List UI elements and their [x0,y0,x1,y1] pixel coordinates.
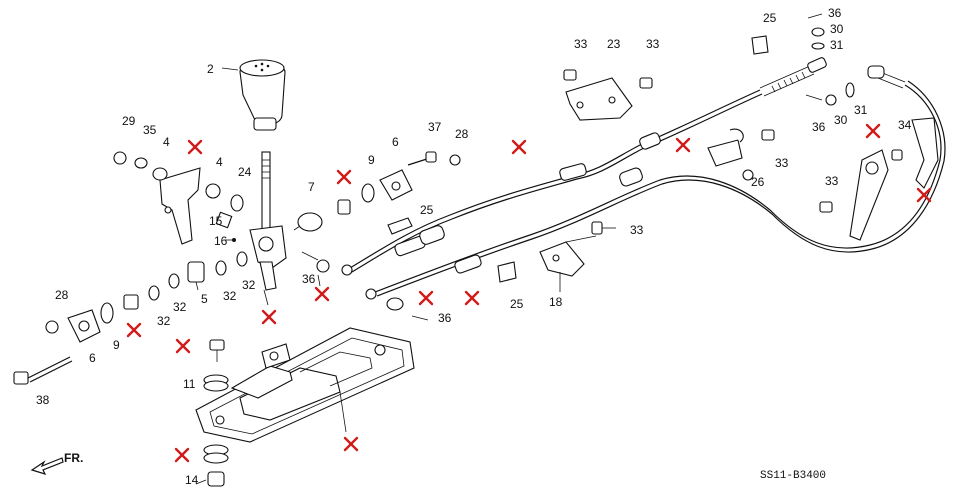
part-callout-label: 4 [216,155,223,169]
part-callout-label: 31 [830,38,844,52]
part-callout-label: 28 [55,288,69,302]
removed-part-x-mark [916,187,932,203]
part-callout-label: 33 [646,37,660,51]
part-callout-label: 11 [183,377,196,391]
part-callout-label: 31 [854,103,868,117]
removed-part-x-mark [261,309,277,325]
removed-part-x-mark [418,290,434,306]
removed-part-x-mark [174,447,190,463]
part-callout-label: 25 [763,11,777,25]
part-callout-label: 32 [173,300,187,314]
center-joint-parts [293,151,461,273]
diagram-code: SS11-B3400 [760,470,826,482]
shift-knob [221,59,286,131]
removed-part-x-mark [175,338,191,354]
part-callout-label: 6 [89,351,96,365]
removed-part-x-mark [187,139,203,155]
part-callout-label: 33 [630,223,644,237]
part-callout-label: 16 [214,234,228,248]
select-lever-parts [113,151,248,310]
lower-left-bracket [13,302,114,385]
right-bracket [819,117,939,241]
shift-lever [249,151,287,291]
part-callout-label: 32 [223,289,237,303]
part-callout-label: 25 [510,297,524,311]
removed-part-x-mark [464,290,480,306]
removed-part-marks [126,123,932,463]
part-callout-label: 35 [143,123,157,137]
removed-part-x-mark [675,137,691,153]
part-callout-label: 9 [113,338,120,352]
part-callout-label: 36 [812,120,826,134]
part-callout-label: 29 [122,114,136,128]
part-callout-label: 33 [574,37,588,51]
removed-part-x-mark [343,436,359,452]
cable-boots [341,132,661,300]
part-callout-label: 30 [830,22,844,36]
part-callout-label: 36 [828,6,842,20]
part-callout-label: 24 [238,165,252,179]
removed-part-x-mark [314,286,330,302]
removed-part-x-mark [511,139,527,155]
removed-part-x-mark [126,322,142,338]
part-callout-label: 28 [455,127,469,141]
cable-lines [349,57,946,297]
shifter-base [195,327,415,443]
part-callout-label: 32 [157,314,171,328]
part-callout-label: 5 [201,292,208,306]
cable-bracket [563,69,653,121]
part-callout-label: 36 [302,272,316,286]
leader-lines [195,227,616,433]
part-callout-label: 36 [438,311,452,325]
part-callout-label: 18 [549,295,563,309]
part-callout-label: 14 [185,473,199,487]
lower-cable-bracket [386,221,603,321]
part-callout-label: 32 [242,278,256,292]
part-callout-label: 9 [368,153,375,167]
part-callout-label: 33 [825,174,839,188]
base-mount-hardware [195,339,229,487]
part-callout-label: 34 [898,118,912,132]
removed-part-x-mark [865,123,881,139]
part-callout-label: 37 [428,120,442,134]
front-label: FR. [64,451,83,465]
removed-part-x-mark [336,169,352,185]
part-callout-label: 23 [607,37,621,51]
part-callout-label: 38 [36,393,50,407]
part-callout-label: 25 [420,203,434,217]
part-callout-label: 26 [751,175,765,189]
part-callout-label: 2 [207,62,214,76]
part-callout-label: 30 [834,113,848,127]
part-callout-label: 6 [392,135,399,149]
part-callout-label: 4 [163,135,170,149]
right-upper-parts [707,13,855,181]
part-callout-label: 33 [775,156,789,170]
part-callout-label: 7 [308,180,315,194]
part-callout-label: 15 [209,214,223,228]
front-direction-arrow: FR. [30,451,83,475]
